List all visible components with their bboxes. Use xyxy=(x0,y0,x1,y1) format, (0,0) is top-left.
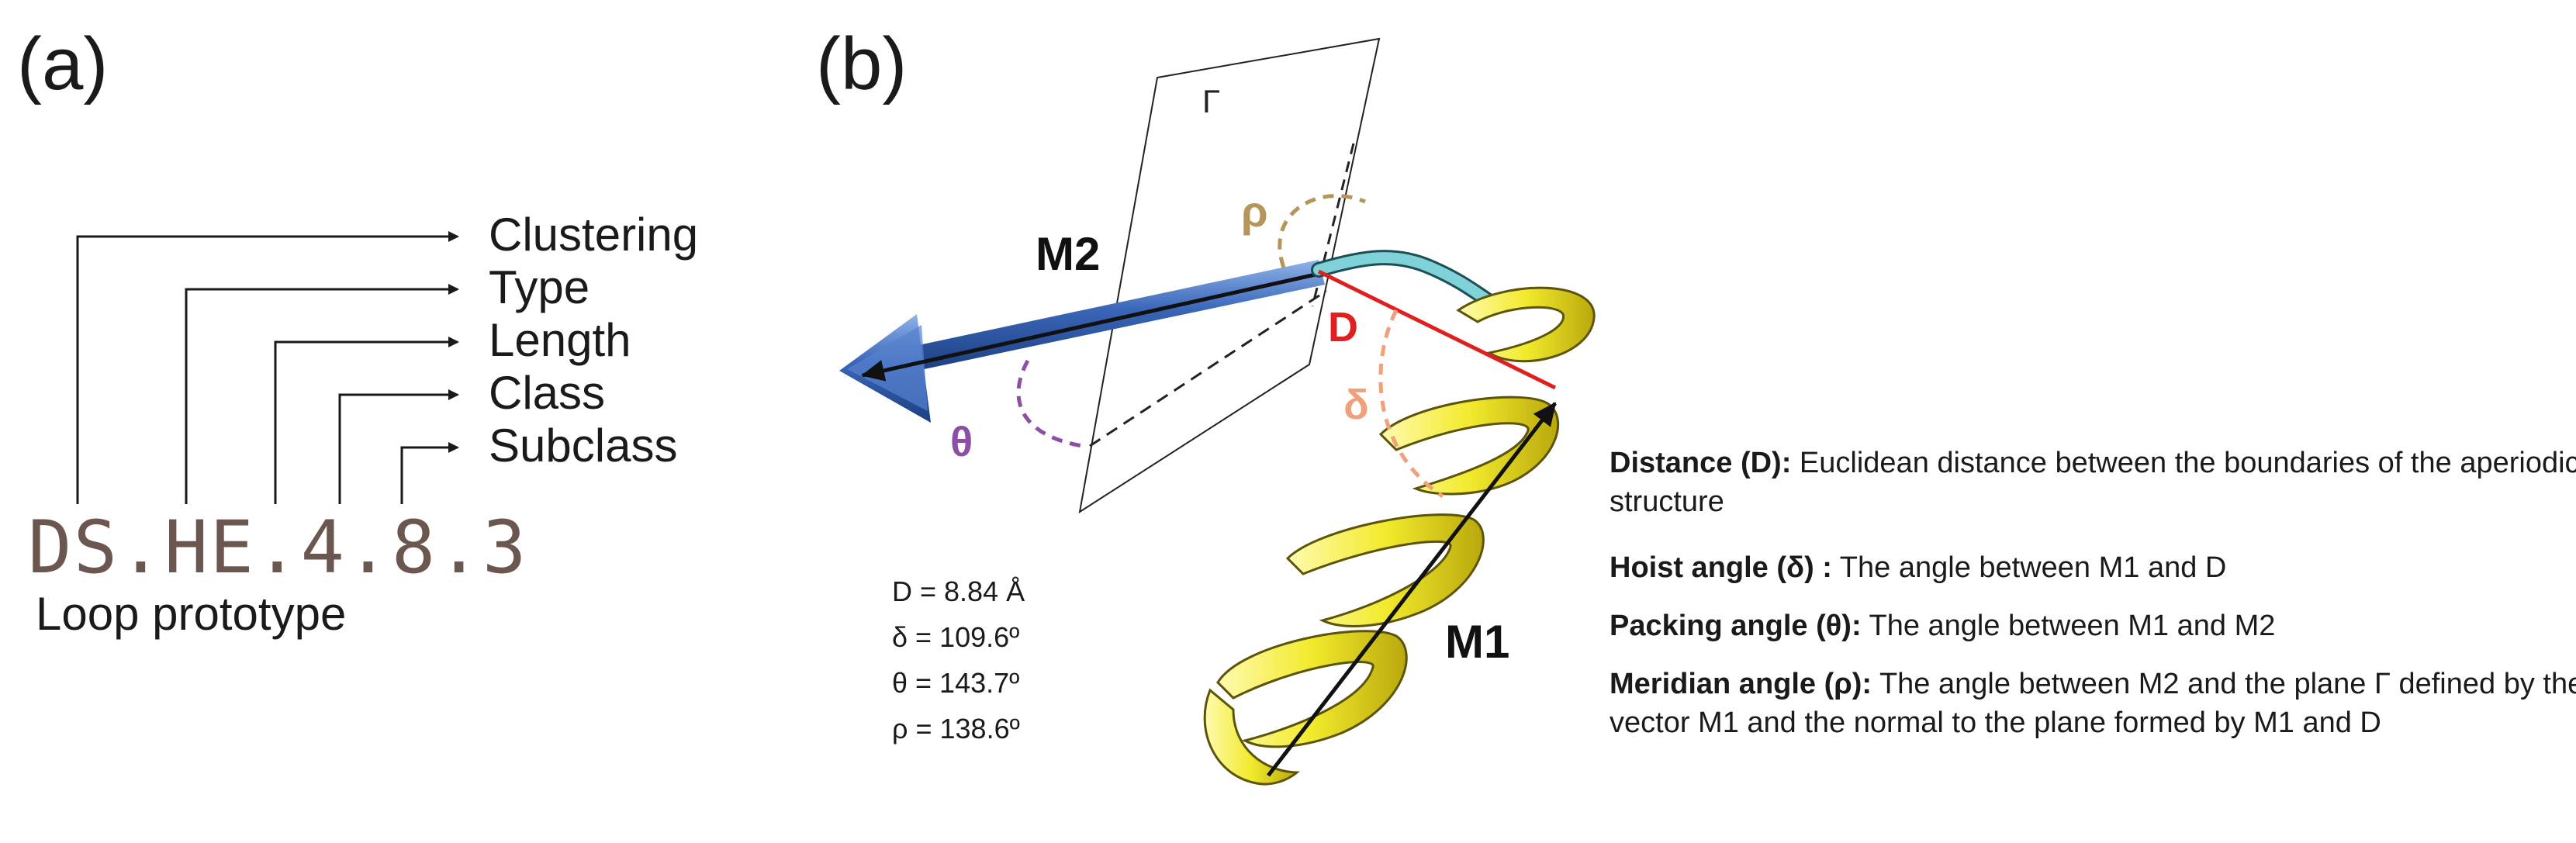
definition-text: The angle between M2 and the plane Γ def… xyxy=(1610,668,2576,739)
m1-vector-line xyxy=(1267,402,1557,777)
tree-label-clustering: Clustering xyxy=(489,209,699,261)
plane-gamma-label: Γ xyxy=(1202,83,1220,119)
value-delta: δ = 109.6º xyxy=(892,621,1020,653)
plane-gamma xyxy=(1078,37,1381,514)
rho-arc xyxy=(1278,194,1366,268)
rho-label: ρ xyxy=(1241,187,1268,236)
m2-vector-line xyxy=(861,271,1323,382)
branch-length xyxy=(274,337,459,504)
projection-line xyxy=(1089,289,1327,447)
helix xyxy=(1203,286,1596,786)
tree-label-subclass: Subclass xyxy=(489,420,678,472)
definition-distance: Distance (D): Euclidean distance between… xyxy=(1610,444,2576,521)
definition-term: Packing angle (θ): xyxy=(1610,610,1862,642)
tree-label-class: Class xyxy=(489,367,606,419)
branch-clustering xyxy=(76,231,459,504)
theta-arc xyxy=(1016,359,1083,448)
value-rho: ρ = 138.6º xyxy=(892,713,1020,745)
definition-hoist: Hoist angle (δ) : The angle between M1 a… xyxy=(1610,548,2576,587)
branch-subclass xyxy=(400,442,459,504)
definition-packing: Packing angle (θ): The angle between M1 … xyxy=(1610,606,2576,645)
definition-term: Distance (D): xyxy=(1610,447,1792,479)
definition-meridian: Meridian angle (ρ): The angle between M2… xyxy=(1610,665,2576,742)
definition-text: The angle between M1 and M2 xyxy=(1861,610,2276,642)
delta-arc xyxy=(1378,309,1444,499)
branch-type xyxy=(185,284,459,504)
tree-label-length: Length xyxy=(489,314,631,366)
geometry-diagram: Γ M2 M1 D ρ θ δ xyxy=(839,37,1596,786)
branch-class xyxy=(338,389,459,504)
m1-label: M1 xyxy=(1445,616,1509,668)
definition-term: Meridian angle (ρ): xyxy=(1610,668,1872,700)
d-line xyxy=(1317,269,1557,390)
definition-term: Hoist angle (δ) : xyxy=(1610,551,1832,584)
value-theta: θ = 143.7º xyxy=(892,667,1020,699)
loop-tube-core xyxy=(1313,252,1499,309)
definition-text: Euclidean distance between the boundarie… xyxy=(1610,447,2576,518)
delta-label: δ xyxy=(1343,382,1369,428)
nomenclature-tree xyxy=(76,231,459,504)
panel-a-label: (a) xyxy=(17,22,109,105)
m2-label: M2 xyxy=(1036,228,1100,280)
definition-text: The angle between M1 and D xyxy=(1831,551,2227,584)
d-label: D xyxy=(1328,304,1358,351)
tree-label-type: Type xyxy=(489,261,590,313)
panel-b-label: (b) xyxy=(816,22,908,105)
theta-label: θ xyxy=(950,419,973,465)
prototype-code: DS.HE.4.8.3 xyxy=(28,506,528,590)
prototype-caption: Loop prototype xyxy=(36,588,347,640)
m2-arrow xyxy=(839,260,1325,423)
value-d: D = 8.84 Å xyxy=(892,575,1025,607)
